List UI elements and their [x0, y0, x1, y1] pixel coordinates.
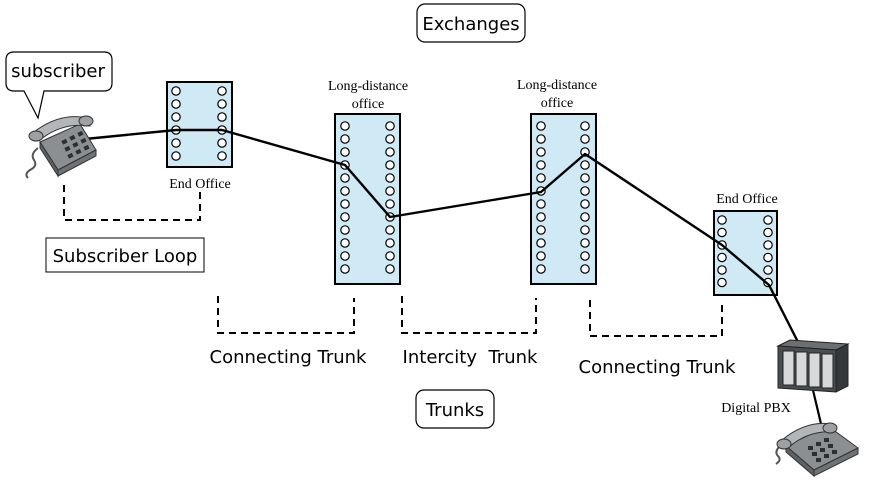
switch-port	[536, 147, 546, 157]
switch-port	[171, 99, 181, 109]
digital-pbx-label: Digital PBX	[721, 401, 791, 416]
switch-port	[385, 160, 395, 170]
switch-port	[763, 227, 773, 238]
long-distance-office-1-label-line2: office	[352, 97, 384, 112]
switch-port	[385, 264, 395, 274]
switch-port	[580, 173, 590, 183]
switch-port	[340, 264, 350, 274]
switch-port	[217, 86, 227, 96]
end-office-left-switch	[166, 81, 233, 168]
switch-port	[580, 160, 590, 170]
switch-port	[763, 265, 773, 275]
switch-port	[385, 186, 395, 196]
switch-port	[385, 147, 395, 157]
switch-port	[536, 212, 546, 222]
switch-port	[717, 252, 727, 263]
connecting-trunk-right-bracket	[589, 300, 723, 337]
switch-port	[340, 212, 350, 222]
switch-port	[536, 199, 546, 209]
switch-port	[536, 238, 546, 248]
switch-port	[580, 121, 590, 131]
switch-port	[580, 264, 590, 274]
subscriber-loop-label: Subscriber Loop	[53, 246, 198, 267]
switch-port	[340, 134, 350, 144]
end-office-right-label: End Office	[716, 192, 778, 207]
switches-group	[166, 81, 778, 296]
intercity-trunk-bracket	[401, 296, 537, 334]
bracket-lines	[63, 185, 723, 337]
digital-pbx-icon	[776, 339, 850, 393]
switch-port	[340, 225, 350, 235]
switch-port	[717, 277, 727, 288]
switch-port	[717, 265, 727, 275]
trunks-label: Trunks	[425, 400, 484, 421]
switch-port	[385, 225, 395, 235]
long-distance-office-2-switch	[530, 113, 597, 285]
switch-port	[217, 99, 227, 109]
switch-port	[340, 238, 350, 248]
switch-port	[717, 215, 727, 225]
switch-port	[385, 134, 395, 144]
switch-port	[717, 227, 727, 238]
switch-port	[340, 173, 350, 183]
long-distance-office-2-label-line1: Long-distance	[517, 78, 597, 93]
switch-port	[580, 134, 590, 144]
switch-port	[217, 138, 227, 148]
switch-port	[580, 251, 590, 261]
switch-port	[340, 147, 350, 157]
switch-port	[580, 199, 590, 209]
switch-port	[536, 173, 546, 183]
pbx-to-phone-line	[810, 385, 824, 429]
switch-port	[385, 121, 395, 131]
connecting-trunk-left-bracket	[217, 296, 355, 334]
switch-port	[763, 252, 773, 263]
switch-port	[536, 225, 546, 235]
switch-port	[536, 160, 546, 170]
long-distance-office-2-label-line2: office	[541, 96, 573, 111]
switch-port	[385, 238, 395, 248]
switch-port	[385, 251, 395, 261]
call-path-line	[84, 128, 802, 347]
switch-port	[536, 134, 546, 144]
switch-port	[340, 121, 350, 131]
switch-port	[217, 151, 227, 161]
end-office-left-label: End Office	[169, 177, 231, 192]
subscriber-telephone-icon	[25, 115, 97, 179]
subscriber-label: subscriber	[11, 61, 105, 82]
switch-port	[340, 251, 350, 261]
subscriber-bubble: subscriber	[5, 51, 113, 120]
switch-port	[171, 86, 181, 96]
switch-port	[763, 215, 773, 225]
connecting-trunk-left-label: Connecting Trunk	[210, 347, 368, 368]
long-distance-office-1-switch	[334, 113, 401, 285]
exchanges-label: Exchanges	[422, 14, 519, 35]
switch-port	[580, 186, 590, 196]
switch-port	[536, 251, 546, 261]
switch-port	[340, 186, 350, 196]
switch-port	[385, 199, 395, 209]
trunks-box: Trunks	[415, 389, 495, 429]
intercity-trunk-label: Intercity Trunk	[403, 347, 538, 368]
connecting-trunk-right-label: Connecting Trunk	[579, 357, 737, 378]
switch-port	[580, 225, 590, 235]
subscriber-loop-bracket	[63, 185, 201, 221]
switch-port	[340, 199, 350, 209]
pbx-telephone-icon	[775, 422, 859, 478]
switch-port	[171, 138, 181, 148]
exchanges-box: Exchanges	[416, 3, 526, 43]
end-office-right-switch	[713, 210, 778, 296]
long-distance-office-1-label-line1: Long-distance	[328, 79, 408, 94]
switch-port	[580, 212, 590, 222]
switch-port	[171, 112, 181, 122]
switch-port	[536, 264, 546, 274]
switch-port	[171, 151, 181, 161]
switch-port	[217, 112, 227, 122]
subscriber-loop-box: Subscriber Loop	[45, 237, 205, 273]
switch-port	[385, 173, 395, 183]
switch-port	[763, 240, 773, 250]
switch-port	[580, 238, 590, 248]
switch-port	[536, 121, 546, 131]
